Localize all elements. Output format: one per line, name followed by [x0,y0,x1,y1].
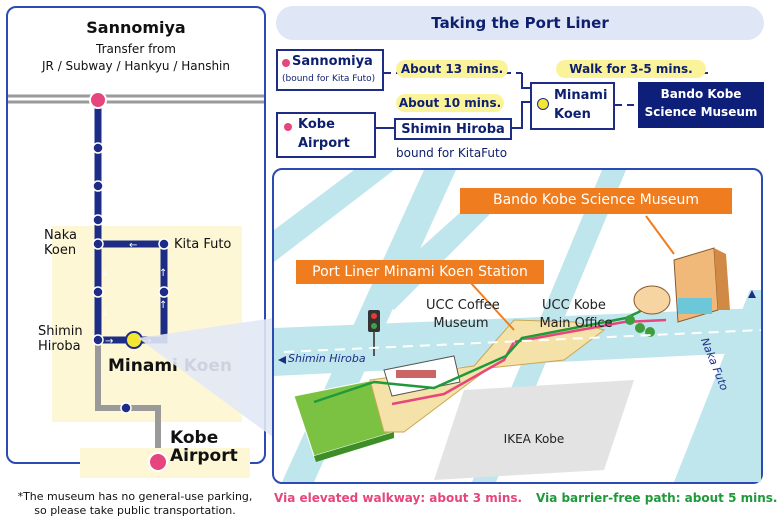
museum-side [714,248,730,310]
museum-line-2: Science Museum [644,105,758,119]
origin-kobe: Kobe [298,117,335,132]
dest-minami-koen-box: Minami Koen [530,82,615,130]
station-dot-airport-line [120,402,132,414]
arrow-down-icon-2: ↓ [101,308,109,319]
walk-pill: Walk for 3-5 mins. [556,60,706,78]
parking-note-2: so please take public transportation. [34,504,236,517]
traffic-signal-icon [368,310,380,332]
label-kobe: Kobe [170,428,219,448]
label-shimin-hiroba-road: Shimin Hiroba [288,352,366,365]
station-dot [92,286,104,298]
label-naka-koen: Naka Koen [44,228,77,258]
arrow-up-icon-2: ↑ [159,300,167,311]
road-diagonal-4 [274,170,394,262]
transfer-station-name: Shimin Hiroba [401,122,505,137]
time-10-pill: About 10 mins. [396,94,504,112]
dest-koen: Koen [554,107,591,122]
pink-dot-icon [282,59,290,67]
museum-dome [633,285,671,315]
label-shimin-hiroba: Shimin Hiroba [38,324,83,354]
label-ucc-coffee: UCC Coffee [426,298,500,313]
label-main-office: Main Office [539,316,613,331]
transfer-shimin-hiroba-box: Shimin Hiroba [394,118,512,140]
origin-kobe-airport-box: Kobe Airport [276,112,376,158]
park-edge [314,432,394,462]
yellow-dot-icon [537,98,549,110]
station-dot-naka-koen [92,238,104,250]
station-banner: Port Liner Minami Koen Station [296,260,544,284]
origin-sannomiya-sub: (bound for Kita Futo) [282,74,376,84]
zoom-connector [138,318,274,438]
transfer-line-1: Transfer from [96,42,176,56]
station-dot [92,142,104,154]
label-ucc-museum: Museum [433,316,489,331]
museum-box: Bando Kobe Science Museum [638,82,764,128]
origin-sannomiya-name: Sannomiya [292,54,373,69]
arrow-up-icon [748,290,756,298]
barrier-free-legend: Via barrier-free path: about 5 mins. [536,491,777,505]
station-callout-line [469,281,515,331]
walkway-legend: Via elevated walkway: about 3 mins. [274,491,523,505]
line-map-panel: ← ↓ ↓ ↑ ↑ → → Sannomiya Transfer from JR… [6,6,266,478]
arrow-up-icon: ↑ [159,268,167,279]
tree-icon [625,315,635,325]
origin-airport: Airport [298,136,350,151]
museum-glass [678,298,712,314]
museum-line-1: Bando Kobe [660,87,742,101]
area-map: Bando Kobe Science Museum Port Liner Min… [272,168,763,484]
arrow-left-icon: ← [129,240,137,251]
station-dot [158,286,170,298]
dest-minami: Minami [554,88,608,103]
transfer-sub: bound for KitaFuto [396,146,508,160]
route-header: Taking the Port Liner [276,6,764,40]
arrow-right-icon: → [105,336,113,347]
pink-dot-icon [284,123,292,131]
station-dot-sannomiya [89,91,107,109]
station-dot [92,180,104,192]
label-airport: Airport [170,446,238,466]
time-13-pill: About 13 mins. [396,60,508,78]
station-dot-kobe-airport [148,452,168,472]
origin-sannomiya-box: Sannomiya (bound for Kita Futo) [276,49,384,91]
label-kita-futo: Kita Futo [174,237,232,252]
museum-callout-line [645,215,675,255]
route-guide: Taking the Port Liner Sannomiya (bound f… [272,4,766,160]
line-map-graphic: ← ↓ ↓ ↑ ↑ → → [8,91,264,478]
label-ucc-kobe: UCC Kobe [542,298,606,313]
station-dot-shimin-hiroba [92,334,104,346]
tree-icon [635,323,645,333]
road-centerline [283,329,762,353]
arrow-down-icon: ↓ [101,268,109,279]
sannomiya-title: Sannomiya [86,18,186,37]
station-dot [92,214,104,226]
parking-note-1: *The museum has no general-use parking, [17,490,253,503]
station-dot-kita-futo [158,238,170,250]
transfer-line-2: JR / Subway / Hankyu / Hanshin [42,59,230,73]
arrow-left-icon [278,356,286,364]
station-windows [396,370,436,378]
museum-banner: Bando Kobe Science Museum [460,188,732,214]
ikea-block [434,380,634,480]
label-ikea: IKEA Kobe [503,432,565,446]
